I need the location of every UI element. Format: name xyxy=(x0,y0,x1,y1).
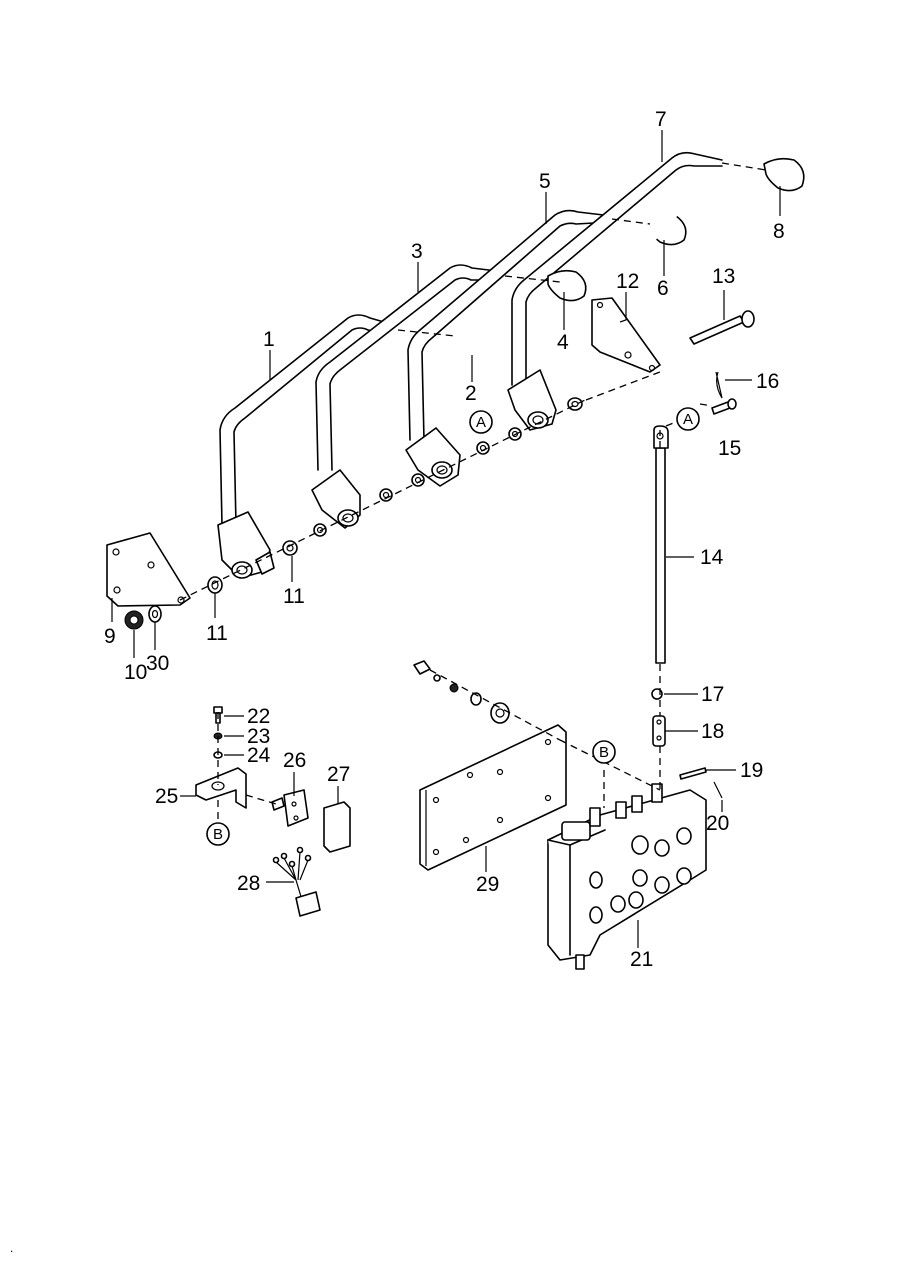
ref-b-valve: B xyxy=(592,740,616,764)
callout-11a: 11 xyxy=(206,622,228,645)
knob-4 xyxy=(547,269,587,302)
callout-27: 27 xyxy=(327,763,350,786)
washer-11a xyxy=(207,576,223,594)
leader-lines xyxy=(111,130,781,948)
washer-30 xyxy=(148,605,162,623)
clip-pin-16 xyxy=(711,371,737,415)
washer-lever1 xyxy=(313,523,327,537)
callout-19: 19 xyxy=(740,759,763,782)
mounting-plate-29 xyxy=(419,724,567,871)
washer-lever3 xyxy=(411,473,425,487)
callout-26: 26 xyxy=(283,749,306,772)
knob-8 xyxy=(763,157,805,192)
bushing-lever5 xyxy=(476,441,490,455)
harness-28 xyxy=(272,846,321,917)
ref-a-rod: A xyxy=(676,407,700,431)
callout-21: 21 xyxy=(630,948,653,971)
nut-10 xyxy=(124,610,144,630)
callout-25: 25 xyxy=(155,785,178,808)
bolt-set-29 xyxy=(413,660,510,724)
callout-24: 24 xyxy=(247,744,271,767)
callout-1: 1 xyxy=(263,328,275,351)
callout-29: 29 xyxy=(476,873,499,896)
callout-30: 30 xyxy=(146,652,169,675)
ref-a-lever: A xyxy=(469,410,493,434)
callout-28: 28 xyxy=(237,872,260,895)
callout-5: 5 xyxy=(539,170,551,193)
svg-text:B: B xyxy=(213,826,223,843)
clevis-18 xyxy=(652,715,666,747)
callout-17: 17 xyxy=(701,683,724,706)
corner-mark: . xyxy=(10,1241,13,1255)
bushing-11b xyxy=(282,540,298,556)
rod-14 xyxy=(653,425,669,664)
base-plate-9 xyxy=(106,532,191,607)
bushing-lever3 xyxy=(379,488,393,502)
callout-9: 9 xyxy=(104,625,116,648)
ref-b-bracket: B xyxy=(206,822,230,846)
callout-16: 16 xyxy=(756,370,779,393)
callout-22: 22 xyxy=(247,705,270,728)
callout-4: 4 xyxy=(557,331,569,354)
svg-text:A: A xyxy=(683,411,693,428)
callout-12: 12 xyxy=(616,270,639,293)
callout-8: 8 xyxy=(773,220,785,243)
bracket-plate-12 xyxy=(591,297,661,373)
callout-18: 18 xyxy=(701,720,724,743)
callout-10: 10 xyxy=(124,661,147,684)
callout-6: 6 xyxy=(657,277,669,300)
callout-14: 14 xyxy=(700,546,724,569)
pin-13 xyxy=(689,310,755,345)
switch-26 xyxy=(271,789,309,827)
callout-20: 20 xyxy=(706,812,729,835)
callout-3: 3 xyxy=(411,240,423,263)
callout-13: 13 xyxy=(712,265,735,288)
cotter-pin-20 xyxy=(713,781,723,799)
pin-19 xyxy=(679,767,707,780)
cover-27 xyxy=(323,801,351,853)
callout-2: 2 xyxy=(465,382,477,405)
callout-7: 7 xyxy=(655,108,667,131)
callout-15: 15 xyxy=(718,437,741,460)
bushing-lever7 xyxy=(567,397,583,411)
control-valve-21 xyxy=(547,783,707,970)
callout-labels: 1 2 3 4 5 6 7 8 9 10 30 11 11 12 13 16 1… xyxy=(104,108,785,971)
svg-text:A: A xyxy=(476,414,486,431)
callout-23: 23 xyxy=(247,725,270,748)
assembly-lines xyxy=(179,162,767,822)
callout-11b: 11 xyxy=(283,585,305,608)
bracket-25 xyxy=(195,767,247,809)
svg-text:B: B xyxy=(599,744,609,761)
lever-7 xyxy=(507,151,723,431)
